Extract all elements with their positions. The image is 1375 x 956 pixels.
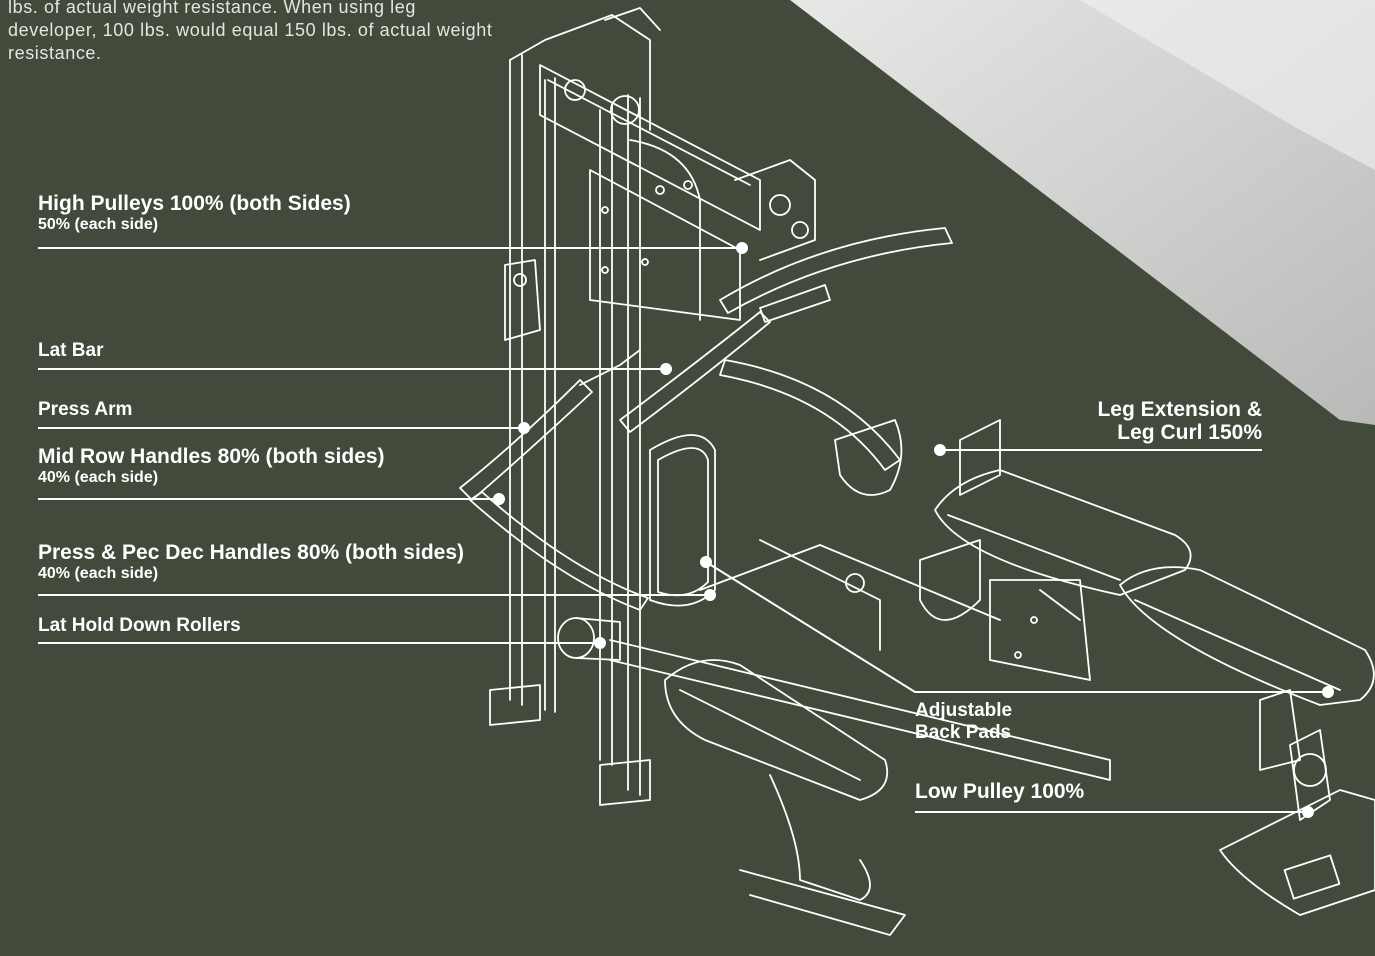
callout-press-pec: Press & Pec Dec Handles 80% (both sides)… xyxy=(38,542,464,582)
callout-leg-ext-line2: Leg Curl 150% xyxy=(1117,421,1262,444)
callout-high-pulleys-title: High Pulleys 100% (both Sides) xyxy=(38,192,351,215)
corner-panel xyxy=(790,0,1375,425)
home-gym-drawing xyxy=(459,7,1375,936)
callout-lat-hold-title: Lat Hold Down Rollers xyxy=(38,615,241,636)
callout-high-pulleys: High Pulleys 100% (both Sides) 50% (each… xyxy=(38,193,351,233)
line-adjustable xyxy=(705,561,1328,693)
callout-press-arm: Press Arm xyxy=(38,400,132,419)
callout-lat-bar-title: Lat Bar xyxy=(38,340,104,361)
intro-text: lbs. of actual weight resistance. When u… xyxy=(8,0,493,63)
callout-mid-row: Mid Row Handles 80% (both sides) 40% (ea… xyxy=(38,446,385,486)
callout-high-pulleys-sub: 50% (each side) xyxy=(38,216,159,233)
callout-lat-bar: Lat Bar xyxy=(38,341,103,360)
callout-adjustable-line2: Back Pads xyxy=(915,722,1012,743)
corner-panel-shadow xyxy=(1080,0,1375,170)
callout-press-arm-title: Press Arm xyxy=(38,399,133,420)
callout-low-pulley: Low Pulley 100% xyxy=(915,781,1084,802)
callout-mid-row-sub: 40% (each side) xyxy=(38,469,159,486)
callout-low-pulley-title: Low Pulley 100% xyxy=(915,780,1085,803)
callout-adjustable-line1: Adjustable xyxy=(915,700,1013,721)
callout-press-pec-sub: 40% (each side) xyxy=(38,565,159,582)
callout-adjustable: Adjustable Back Pads xyxy=(915,701,1012,742)
callout-leg-ext-line1: Leg Extension & xyxy=(1097,398,1262,421)
callout-lines xyxy=(38,242,1334,818)
callout-lat-hold: Lat Hold Down Rollers xyxy=(38,616,241,635)
callout-press-pec-title: Press & Pec Dec Handles 80% (both sides) xyxy=(38,541,464,564)
callout-mid-row-title: Mid Row Handles 80% (both sides) xyxy=(38,445,385,468)
callout-leg-ext: Leg Extension & Leg Curl 150% xyxy=(1097,399,1262,443)
